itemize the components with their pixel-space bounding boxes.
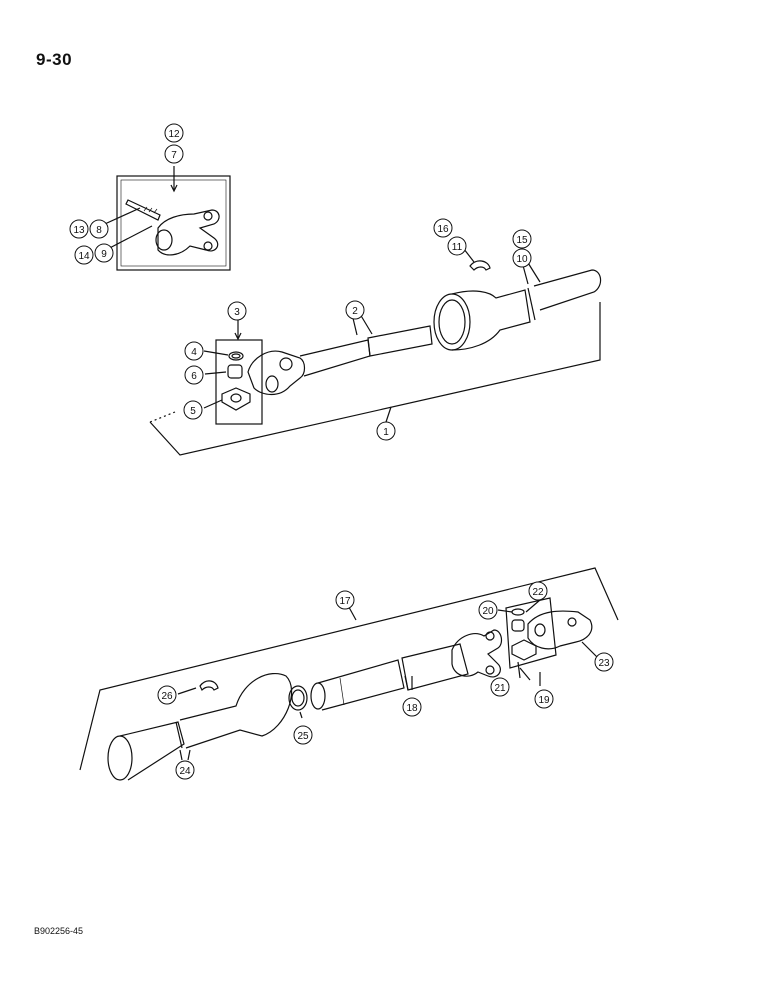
svg-text:19: 19 [538,695,550,706]
svg-text:4: 4 [191,347,197,358]
callout-25: 25 [293,725,313,745]
callout-24: 24 [175,760,195,780]
callout-7: 7 [164,144,184,164]
svg-text:8: 8 [96,225,102,236]
svg-text:21: 21 [494,683,506,694]
callout-4: 4 [184,341,204,361]
svg-text:6: 6 [191,371,197,382]
callout-26: 26 [157,685,177,705]
figure-code: B902256-45 [34,926,84,936]
bottom-outer-tube [107,672,293,781]
page-number: 9-30 [36,50,73,69]
bottom-drive-shaft [310,643,469,711]
svg-text:5: 5 [190,406,196,417]
callout-16: 16 [433,218,453,238]
inset-yoke-box [95,166,231,271]
svg-text:18: 18 [406,703,418,714]
svg-text:7: 7 [171,150,177,161]
svg-text:11: 11 [452,242,463,253]
svg-text:16: 16 [437,224,449,235]
callout-21: 21 [490,677,510,697]
callout-10: 10 [512,248,532,268]
svg-text:14: 14 [78,251,90,262]
svg-text:24: 24 [179,766,191,777]
u-joint-kit-box [203,318,263,425]
callout-17: 17 [335,590,355,610]
callout-11: 11 [447,236,467,256]
bottom-yoke [451,629,503,678]
svg-text:13: 13 [73,225,85,236]
svg-text:20: 20 [482,606,494,617]
callout-2: 2 [345,300,365,320]
svg-text:1: 1 [383,427,389,438]
callout-22: 22 [528,581,548,601]
svg-text:22: 22 [532,587,544,598]
svg-text:2: 2 [352,306,358,317]
top-frame-outline [149,302,601,456]
callout-6: 6 [184,365,204,385]
callout-12: 12 [164,123,184,143]
svg-text:15: 15 [516,235,528,246]
callout-1: 1 [376,421,396,441]
callout-9: 9 [94,243,114,263]
top-outer-tube [385,239,602,423]
svg-text:23: 23 [598,658,610,669]
callout-20: 20 [478,600,498,620]
top-drive-shaft [247,313,433,396]
svg-text:17: 17 [339,596,351,607]
callout-23: 23 [594,652,614,672]
callout-3: 3 [227,301,247,321]
bottom-seal [288,685,308,719]
callout-14: 14 [74,245,94,265]
callout-18: 18 [402,697,422,717]
svg-text:9: 9 [101,249,107,260]
svg-text:25: 25 [297,731,309,742]
callout-5: 5 [183,400,203,420]
bottom-frame-outline [79,567,619,771]
svg-text:12: 12 [168,129,180,140]
callout-13: 13 [69,219,89,239]
svg-text:26: 26 [161,691,173,702]
callout-15: 15 [512,229,532,249]
bottom-u-joint-kit-box [497,597,557,686]
callout-19: 19 [534,689,554,709]
callout-8: 8 [89,219,109,239]
bottom-end-yoke [525,599,599,659]
svg-text:10: 10 [516,254,528,265]
svg-text:3: 3 [234,307,240,318]
